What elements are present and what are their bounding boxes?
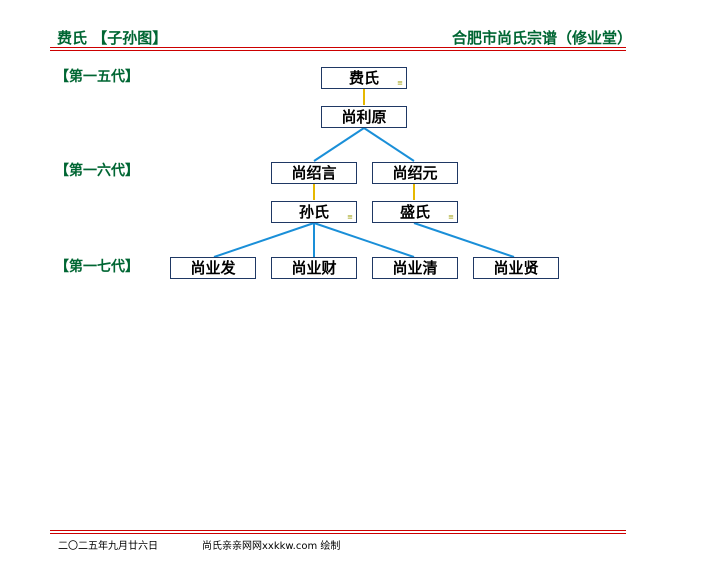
footer-date: 二〇二五年九月廿六日 [58, 541, 158, 552]
collapse-marker-icon[interactable]: ≡ [397, 79, 403, 87]
generation-label-15: 【第一五代】 [55, 69, 139, 85]
node-shang-yexian[interactable]: 尚业贤 [473, 257, 559, 279]
generation-label-16: 【第一六代】 [55, 163, 139, 179]
node-sheng-shi[interactable]: 盛氏 ≡ [372, 201, 458, 223]
node-label: 尚绍元 [392, 164, 438, 182]
collapse-marker-icon[interactable]: ≡ [347, 213, 353, 221]
node-shang-liyuan[interactable]: 尚利原 [321, 106, 407, 128]
node-label: 尚利原 [341, 108, 387, 126]
descent-link-liyuan-shaoyuan [363, 127, 415, 162]
header-rule-bottom [50, 50, 626, 51]
node-shang-yeqing[interactable]: 尚业清 [372, 257, 458, 279]
collapse-marker-icon[interactable]: ≡ [448, 213, 454, 221]
node-label: 尚业清 [392, 259, 438, 277]
node-shang-shaoyuan[interactable]: 尚绍元 [372, 162, 458, 184]
node-shang-yefa[interactable]: 尚业发 [170, 257, 256, 279]
footer-rule-bottom [50, 533, 626, 534]
page-title: 费氏 【子孙图】 [57, 29, 168, 47]
footer-rule-top [50, 530, 626, 531]
descent-link-liyuan-shaoyan [313, 127, 365, 162]
node-label: 尚业贤 [493, 259, 539, 277]
descent-link-sun-yeqing [313, 222, 415, 258]
node-shang-shaoyan[interactable]: 尚绍言 [271, 162, 357, 184]
node-label: 孙氏 [298, 203, 329, 221]
descent-link-sheng-yexian [413, 222, 515, 258]
generation-label-17: 【第一七代】 [55, 259, 139, 275]
node-fei-shi[interactable]: 费氏 ≡ [321, 67, 407, 89]
descent-link-sun-yefa [213, 222, 315, 258]
node-label: 尚绍言 [291, 164, 337, 182]
footer-credit: 尚氏亲亲网网xxkkw.com 绘制 [202, 541, 341, 552]
header-rule-top [50, 47, 626, 48]
genealogy-title: 合肥市尚氏宗谱（修业堂） [451, 29, 632, 47]
node-sun-shi[interactable]: 孙氏 ≡ [271, 201, 357, 223]
node-label: 盛氏 [399, 203, 430, 221]
node-label: 尚业财 [291, 259, 337, 277]
node-shang-yecai[interactable]: 尚业财 [271, 257, 357, 279]
node-label: 费氏 [348, 69, 379, 87]
node-label: 尚业发 [190, 259, 236, 277]
